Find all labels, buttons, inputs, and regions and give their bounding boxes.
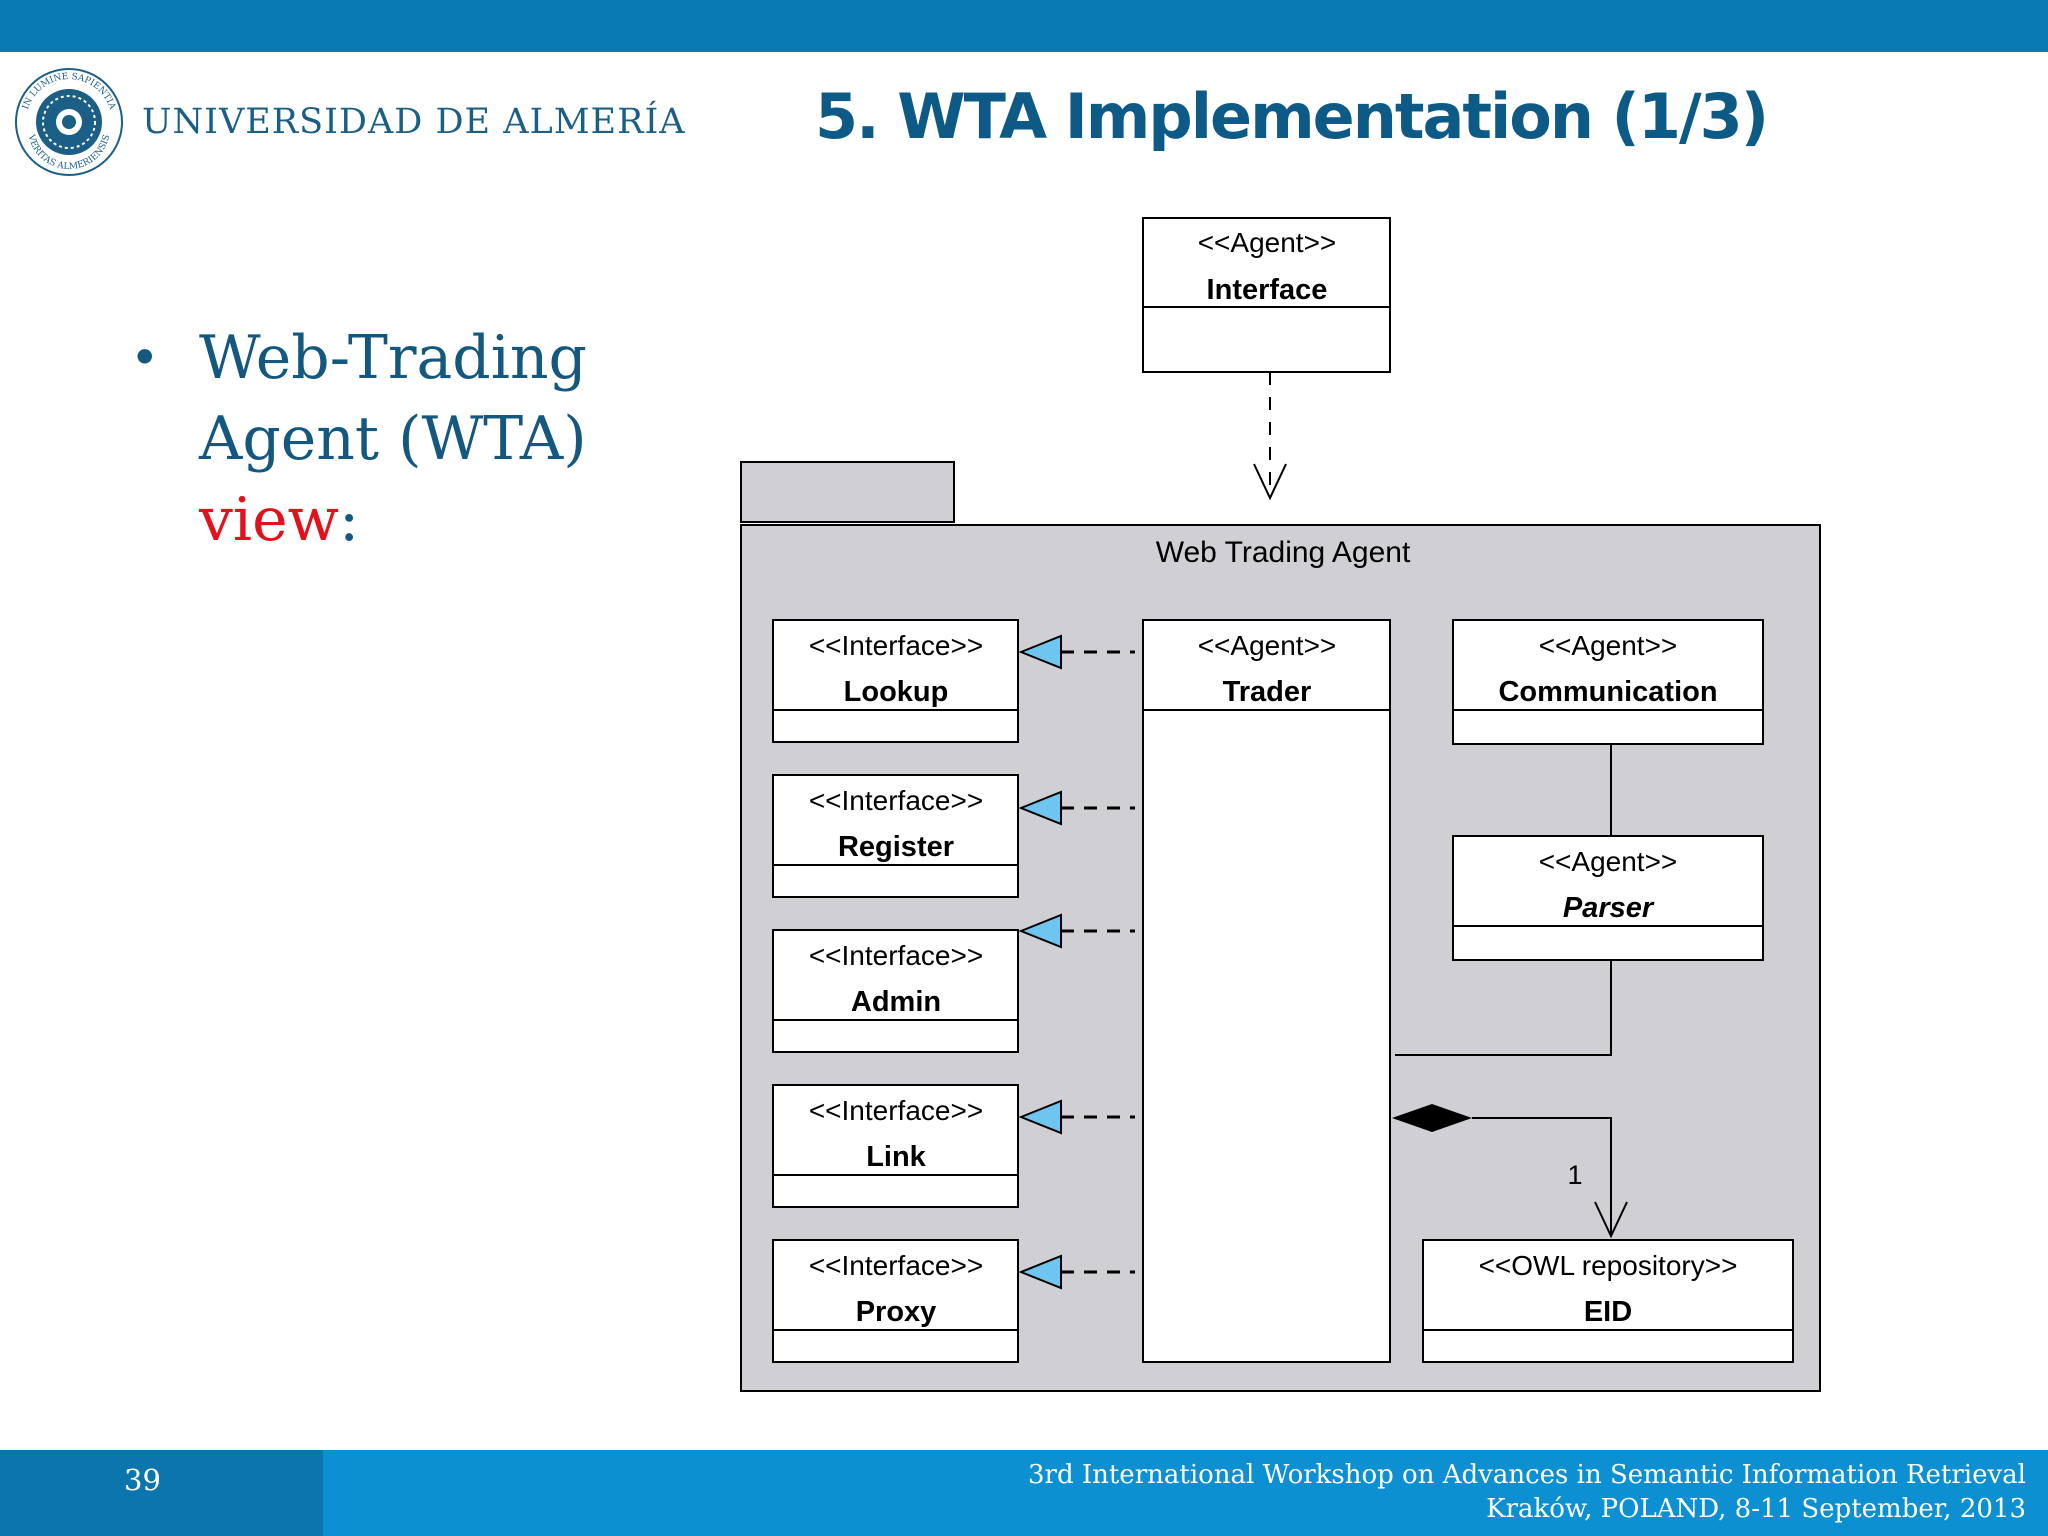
parser-stereotype: <<Agent>>	[1539, 846, 1678, 877]
bullet-line-1: Web-Trading	[199, 323, 587, 393]
composition-diamond-icon	[1392, 1104, 1472, 1132]
realization-register	[1018, 790, 1135, 826]
interface-proxy: <<Interface>> Proxy	[772, 1239, 1019, 1363]
realization-arrow-icon	[1018, 1099, 1062, 1135]
agent-trader-box: <<Agent>> Trader	[1142, 619, 1391, 1363]
trader-name: Trader	[1223, 676, 1312, 708]
university-logo: IN LUMINE SAPIENTIA VERITAS ALMERIENSIS …	[14, 64, 685, 180]
bullet-line-2: Agent (WTA)	[199, 404, 587, 474]
interface-lookup: <<Interface>> Lookup	[772, 619, 1019, 743]
link-stereotype: <<Interface>>	[809, 1095, 983, 1126]
realization-admin	[1018, 913, 1135, 949]
agent-communication-box: <<Agent>> Communication	[1452, 619, 1764, 745]
bullet-colon: :	[338, 485, 360, 555]
highlight-word: view	[199, 485, 339, 555]
bullet-dot-icon: •	[130, 329, 160, 387]
interface-link: <<Interface>> Link	[772, 1084, 1019, 1208]
register-stereotype: <<Interface>>	[809, 785, 983, 816]
package-tab	[740, 461, 955, 523]
interface-register: <<Interface>> Register	[772, 774, 1019, 898]
eid-stereotype: <<OWL repository>>	[1479, 1250, 1738, 1281]
top-banner	[0, 0, 2048, 52]
multiplicity-label: 1	[1567, 1160, 1582, 1190]
composition-line	[1472, 1117, 1612, 1234]
package-name: Web Trading Agent	[1156, 536, 1411, 569]
link-name: Link	[866, 1141, 926, 1173]
realization-link	[1018, 1099, 1135, 1135]
university-seal-icon: IN LUMINE SAPIENTIA VERITAS ALMERIENSIS	[15, 68, 123, 176]
owl-repository-eid-box: <<OWL repository>> EID	[1422, 1239, 1794, 1363]
communication-stereotype: <<Agent>>	[1539, 630, 1678, 661]
footer-event-place-date: Kraków, POLAND, 8-11 September, 2013	[1486, 1494, 2026, 1524]
bullet-text: Web-Trading Agent (WTA) view:	[199, 318, 587, 561]
footer-left-panel	[0, 1450, 323, 1536]
university-name: UNIVERSIDAD DE ALMERÍA	[142, 102, 686, 142]
composition-arrowhead-icon	[1594, 1201, 1628, 1239]
communication-name: Communication	[1498, 676, 1717, 708]
interface-admin: <<Interface>> Admin	[772, 929, 1019, 1053]
realization-arrow-icon	[1018, 634, 1062, 670]
proxy-stereotype: <<Interface>>	[809, 1250, 983, 1281]
lookup-name: Lookup	[844, 676, 949, 708]
interface-agent-stereotype: <<Agent>>	[1198, 227, 1337, 258]
admin-name: Admin	[851, 986, 941, 1018]
eid-name: EID	[1584, 1296, 1632, 1328]
admin-stereotype: <<Interface>>	[809, 940, 983, 971]
register-name: Register	[838, 831, 954, 863]
interface-agent-name: Interface	[1207, 274, 1328, 306]
uml-diagram: <<Agent>> Interface Web Trading Agent <<…	[740, 217, 1821, 1392]
proxy-name: Proxy	[856, 1296, 937, 1328]
dependency-arrowhead-icon	[1253, 463, 1287, 501]
realization-arrow-icon	[1018, 790, 1062, 826]
parser-name: Parser	[1563, 892, 1655, 924]
lookup-stereotype: <<Interface>>	[809, 630, 983, 661]
page-number: 39	[124, 1463, 161, 1497]
association-parser-trader	[1395, 960, 1612, 1056]
agent-interface-box: <<Agent>> Interface	[1142, 217, 1391, 373]
slide-title: 5. WTA Implementation (1/3)	[815, 80, 1769, 153]
agent-parser-box: <<Agent>> Parser	[1452, 835, 1764, 961]
realization-arrow-icon	[1018, 913, 1062, 949]
realization-arrow-icon	[1018, 1254, 1062, 1290]
footer-right-panel	[323, 1450, 2048, 1536]
realization-lookup	[1018, 634, 1135, 670]
bullet-line-3: view:	[199, 480, 587, 561]
trader-stereotype: <<Agent>>	[1198, 630, 1337, 661]
realization-proxy	[1018, 1254, 1135, 1290]
footer-event-title: 3rd International Workshop on Advances i…	[1027, 1460, 2026, 1490]
